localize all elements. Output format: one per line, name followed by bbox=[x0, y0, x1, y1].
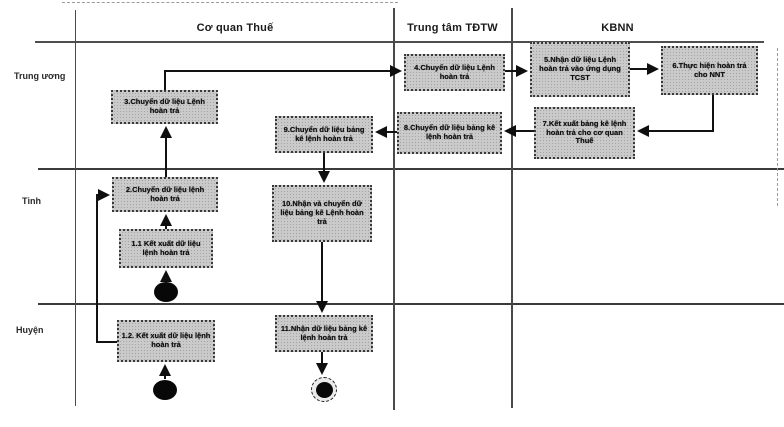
process-box-9: 9.Chuyển dữ liệu bảng kê lệnh hoàn trả bbox=[275, 116, 373, 153]
process-box-11: 11.Nhận dữ liệu bảng kê lệnh hoàn trả bbox=[275, 315, 373, 352]
lane-label-divider bbox=[75, 10, 76, 406]
start-node-icon-huyen bbox=[153, 380, 177, 400]
lane-divider-tinh-huyen bbox=[38, 303, 784, 305]
arrow-b1-2-to-b2-elbow bbox=[96, 189, 117, 343]
lane-divider-trunguong-tinh bbox=[38, 168, 784, 170]
lane-label-tinh: Tỉnh bbox=[22, 196, 41, 206]
process-box-8: 8.Chuyển dữ liệu bảng kê lệnh hoàn trả bbox=[397, 112, 502, 154]
process-box-10: 10.Nhận và chuyển dữ liệu bảng kê Lệnh h… bbox=[272, 185, 372, 242]
column-divider-tdtw-kbnn bbox=[511, 8, 513, 408]
end-node-core-icon bbox=[315, 381, 333, 398]
process-box-7: 7.Kết xuất bảng kê lệnh hoàn trả cho cơ … bbox=[534, 107, 635, 159]
lane-label-trung-uong: Trung ương bbox=[14, 71, 66, 81]
process-box-5: 5.Nhận dữ liệu Lệnh hoàn trả vào ứng dụn… bbox=[530, 42, 630, 97]
column-header-co-quan-thue: Cơ quan Thuế bbox=[196, 22, 274, 34]
arrow-b3-to-b4 bbox=[164, 65, 402, 90]
process-box-1-2: 1.2. Kết xuất dữ liệu lệnh hoàn trả bbox=[117, 320, 215, 362]
column-divider-thue-tdtw bbox=[393, 8, 395, 410]
scan-artifact-line bbox=[62, 2, 398, 3]
process-box-2: 2.Chuyển dữ liệu lệnh hoàn trả bbox=[112, 177, 218, 212]
end-node-icon bbox=[311, 377, 337, 402]
process-box-3: 3.Chuyển dữ liệu Lệnh hoàn trả bbox=[111, 90, 218, 124]
process-box-1-1: 1.1 Kết xuất dữ liệu lệnh hoàn trả bbox=[119, 229, 213, 268]
arrow-b6-to-b7 bbox=[637, 95, 714, 137]
start-node-icon-tinh bbox=[154, 282, 178, 302]
column-header-kbnn: KBNN bbox=[601, 22, 634, 34]
right-border-dashed bbox=[777, 48, 778, 206]
header-divider-line bbox=[35, 41, 764, 43]
lane-label-huyen: Huyện bbox=[16, 325, 44, 335]
process-box-4: 4.Chuyển dữ liệu Lệnh hoàn trả bbox=[404, 54, 505, 91]
column-header-trung-tam-tdtw: Trung tâm TĐTW bbox=[407, 22, 498, 34]
process-box-6: 6.Thực hiện hoàn trả cho NNT bbox=[661, 46, 758, 95]
